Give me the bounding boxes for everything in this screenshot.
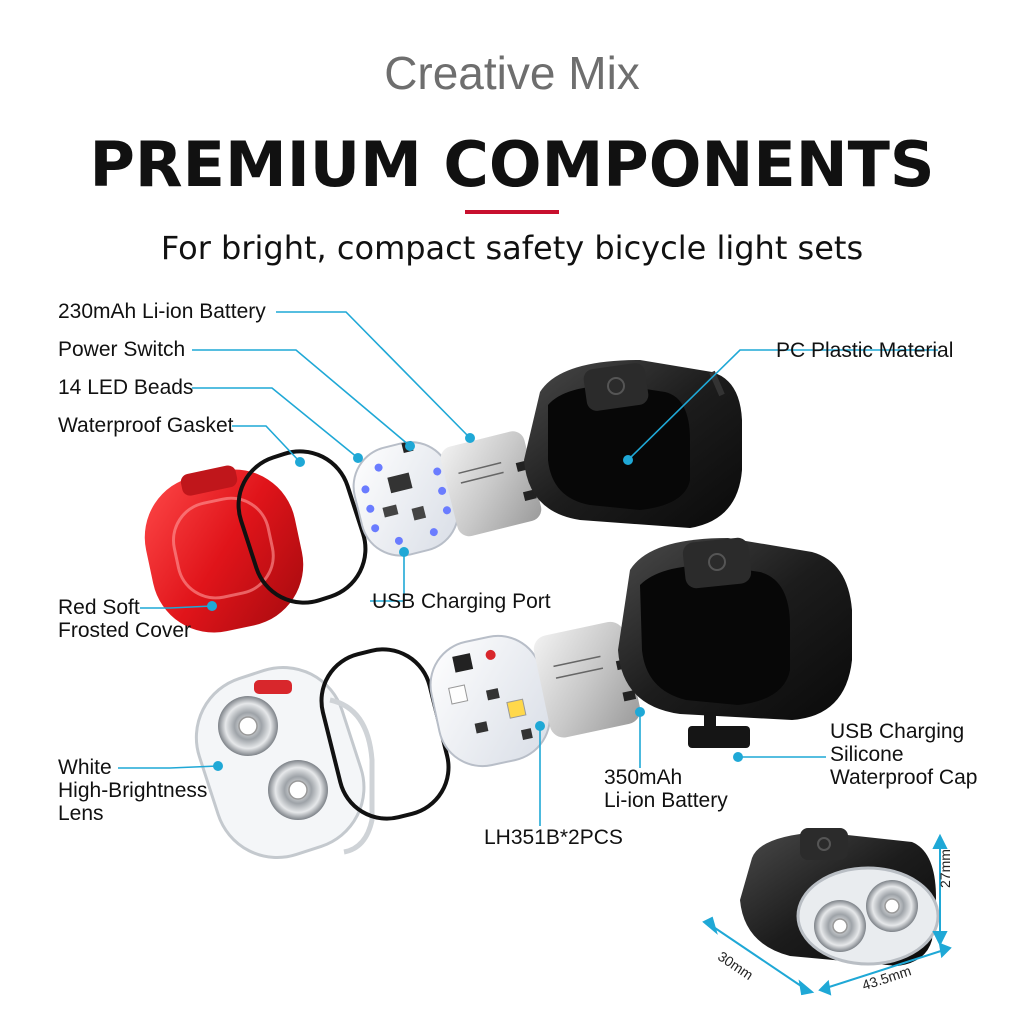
battery-230: [440, 431, 542, 537]
page-title: PREMIUM COMPONENTS: [89, 128, 935, 201]
label-red-cover-line2: Frosted Cover: [58, 619, 192, 642]
label-led-beads: 14 LED Beads: [58, 376, 194, 399]
label-waterproof-gasket: Waterproof Gasket: [58, 414, 234, 437]
white-lens: [194, 665, 375, 859]
label-red-cover: Red Soft Frosted Cover: [58, 596, 191, 642]
label-lh351b: LH351B*2PCS: [484, 826, 623, 849]
label-350mah-line2: Li-ion Battery: [604, 789, 728, 812]
brand-name: Creative Mix: [384, 47, 640, 99]
label-usb-cap-line3: Waterproof Cap: [830, 766, 978, 789]
label-350mah-line1: 350mAh: [604, 766, 683, 789]
page-subtitle: For bright, compact safety bicycle light…: [160, 229, 864, 267]
housing-top: [524, 360, 742, 528]
label-350mah-battery: 350mAh Li-ion Battery: [604, 766, 728, 812]
label-230mah-battery: 230mAh Li-ion Battery: [58, 300, 266, 323]
label-pc-plastic: PC Plastic Material: [776, 339, 954, 362]
label-red-cover-line1: Red Soft: [58, 596, 140, 619]
callout-lines: [118, 311, 938, 826]
label-usb-cap-line2: Silicone: [830, 743, 904, 766]
label-usb-cap-line1: USB Charging: [830, 720, 965, 743]
callout-dots: [207, 433, 743, 771]
label-white-lens: White High-Brightness Lens: [58, 756, 207, 825]
label-power-switch: Power Switch: [58, 338, 186, 361]
gasket-top: [236, 449, 368, 605]
label-usb-charging-port: USB Charging Port: [372, 590, 551, 613]
assembled-light: [740, 828, 940, 966]
dimension-lines: [702, 833, 952, 996]
label-white-lens-line1: White: [58, 756, 112, 779]
dimension-height: 27mm: [937, 849, 953, 888]
label-white-lens-line2: High-Brightness: [58, 779, 208, 802]
label-usb-cap: USB Charging Silicone Waterproof Cap: [830, 720, 977, 789]
usb-silicone-cap: [688, 712, 750, 748]
housing-bottom: [618, 537, 852, 720]
led-board-bottom: [429, 634, 551, 768]
title-underline: [465, 210, 559, 214]
red-cover: [144, 465, 304, 633]
label-white-lens-line3: Lens: [58, 802, 104, 825]
